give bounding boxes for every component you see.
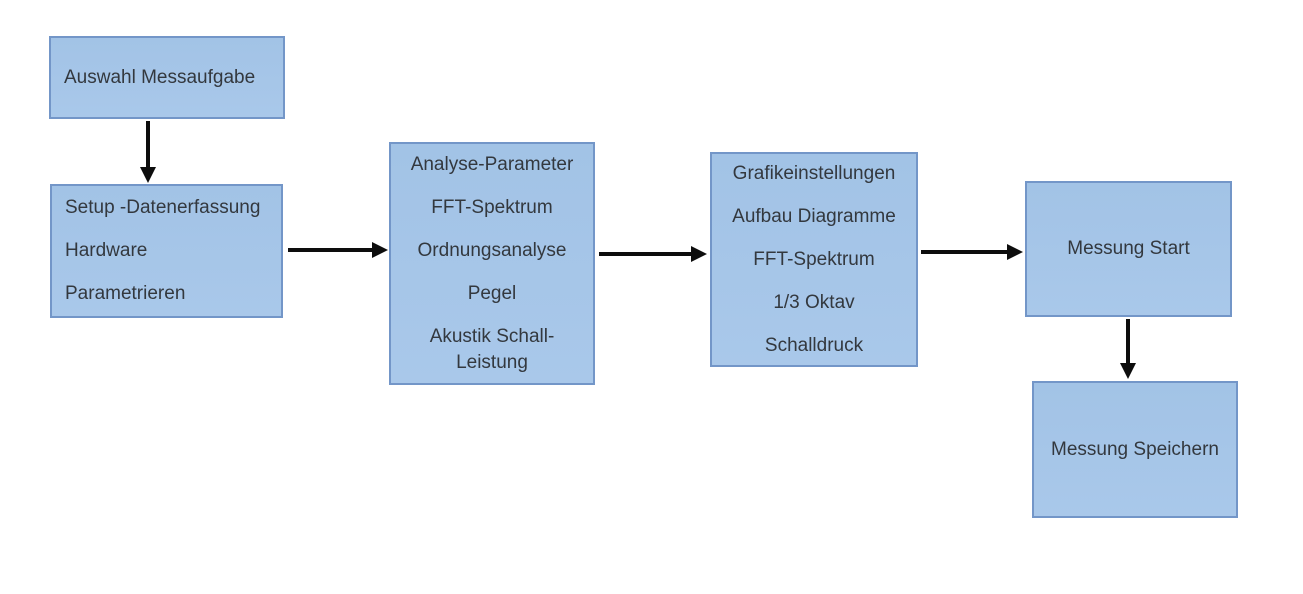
- node-label: FFT-Spektrum: [753, 248, 875, 270]
- node-label: Schalldruck: [764, 334, 864, 356]
- node-label: Hardware: [65, 240, 148, 261]
- node-label: 1/3 Oktav: [773, 291, 855, 313]
- flow-node-messung-speichern: Messung Speichern: [1032, 381, 1238, 518]
- arrow-auswahl-to-setup-icon: [146, 121, 150, 167]
- node-label: Analyse-Parameter: [410, 153, 574, 175]
- flow-node-setup-datenerfassung: Setup -Datenerfassung Hardware Parametri…: [50, 184, 283, 318]
- arrow-setup-to-analyse-icon: [288, 248, 372, 252]
- flow-node-messung-start: Messung Start: [1025, 181, 1232, 317]
- node-label: Auswahl Messaufgabe: [64, 66, 256, 88]
- node-label: FFT-Spektrum: [431, 196, 553, 218]
- node-label: Pegel: [467, 282, 517, 304]
- node-label: Messung Start: [1067, 238, 1190, 259]
- node-label: Setup -Datenerfassung: [65, 197, 261, 218]
- node-label: Ordnungsanalyse: [417, 239, 567, 261]
- node-label: Grafikeinstellungen: [732, 162, 896, 184]
- flow-node-auswahl-messaufgabe: Auswahl Messaufgabe: [49, 36, 285, 119]
- flow-node-analyse-parameter: Analyse-Parameter FFT-Spektrum Ordnungsa…: [389, 142, 595, 385]
- arrow-analyse-to-grafik-icon: [599, 252, 691, 256]
- arrow-start-to-speichern-icon: [1126, 319, 1130, 363]
- node-label: Aufbau Diagramme: [732, 205, 896, 227]
- arrow-grafik-to-messung-start-icon: [921, 250, 1007, 254]
- node-label: Messung Speichern: [1051, 438, 1219, 460]
- node-label: Akustik Schall- Leistung: [429, 325, 555, 373]
- node-label: Parametrieren: [65, 283, 186, 304]
- flow-node-grafikeinstellungen: Grafikeinstellungen Aufbau Diagramme FFT…: [710, 152, 918, 367]
